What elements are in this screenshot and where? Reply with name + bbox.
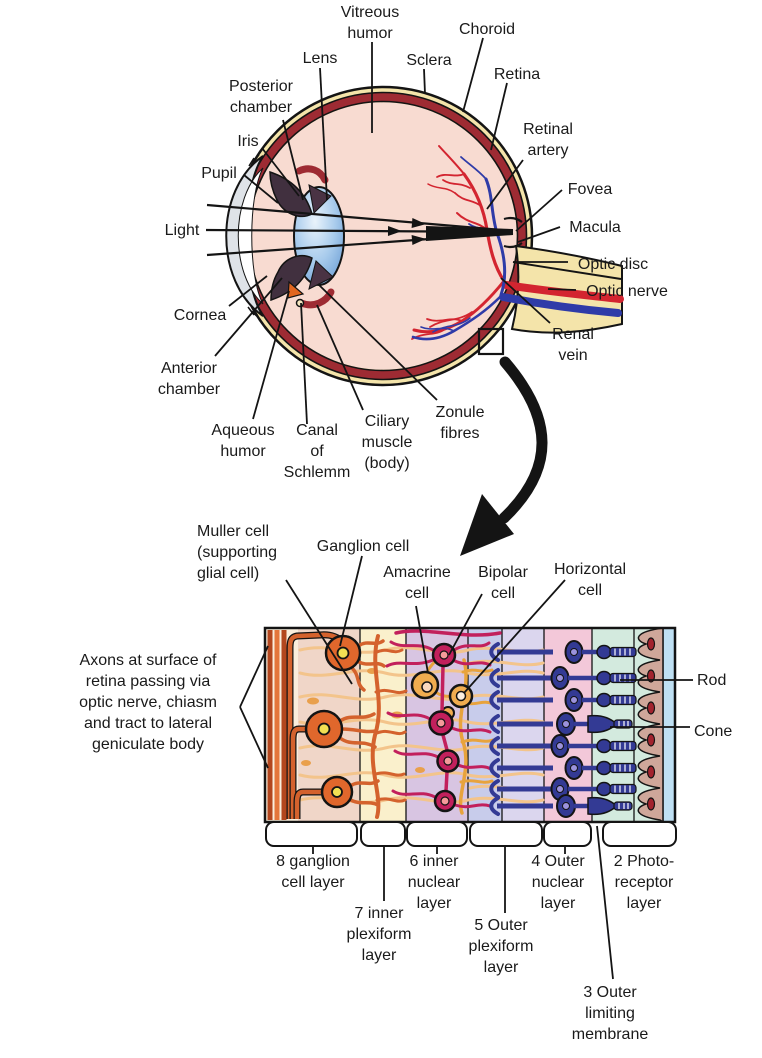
glial-nuclei [301,668,425,773]
label-canal-of-schlemm: Canal of Schlemm [283,422,351,481]
cornea-lens-assembly [225,154,345,319]
ray-arrowhead-icon [411,218,426,228]
label-macula: Macula [569,219,621,236]
ray-arrowhead-icon [387,226,402,236]
layer-brackets [265,821,677,847]
label-layer-8: 8 ganglion cell layer [276,853,350,891]
eye-diagram [205,85,624,556]
label-layer-3: 3 Outer limiting membrane [571,984,649,1043]
label-muller-cell: Muller cell (supporting glial cell) [197,523,278,582]
label-cone: Cone [694,723,733,740]
label-renal-vein: Renal vein [552,326,594,364]
label-layer-5: 5 Outer plexiform layer [468,917,534,976]
highlight-box [477,327,505,356]
bipolar-cells [385,629,502,813]
retina-diagram [263,626,677,980]
pigment-epithelium [637,627,664,824]
label-vitreous-humor: Vitreous humor [340,4,400,42]
label-cornea: Cornea [173,307,227,324]
retinal-vessels [411,145,507,341]
magnify-arrow-icon [460,356,548,556]
leader-lines [214,37,693,769]
label-amacrine-cell: Amacrine cell [383,564,451,602]
label-ganglion-cell: Ganglion cell [316,538,410,555]
label-iris: Iris [237,133,259,150]
fovea-mark [503,216,523,223]
canal-of-schlemm-shape [295,298,305,308]
label-lens: Lens [302,50,338,67]
label-anterior-chamber: Anterior chamber [157,360,221,398]
bracket-ticks [312,825,614,980]
label-posterior-chamber: Posterior chamber [228,78,294,116]
label-layer-4: 4 Outer nuclear layer [531,853,585,912]
label-horizontal-cell: Horizontal cell [553,561,627,599]
label-retina: Retina [493,66,541,83]
label-zonule-fibres: Zonule fibres [435,404,485,442]
label-light: Light [164,222,200,239]
label-aqueous-humor: Aqueous humor [211,422,275,460]
light-rays [205,203,514,257]
label-optic-disc: Optic disc [577,256,649,273]
label-rod: Rod [697,672,727,689]
ganglion-cells [304,634,386,809]
label-layer-2: 2 Photo- receptor layer [613,853,675,912]
label-bipolar-cell: Bipolar cell [478,564,528,602]
label-choroid: Choroid [458,21,516,38]
label-fovea: Fovea [567,181,613,198]
fovea-mark [503,242,523,249]
label-layer-7: 7 inner plexiform layer [346,905,412,964]
label-optic-nerve: Optic nerve [586,283,668,300]
plexiform-tree [370,634,408,819]
label-layer-6: 6 inner nuclear layer [407,853,461,912]
label-ciliary-muscle: Ciliary muscle (body) [361,413,413,472]
label-axons: Axons at surface of retina passing via o… [79,652,217,753]
label-retinal-artery: Retinal artery [523,121,573,159]
label-pupil: Pupil [201,165,237,182]
ray-arrowhead-icon [411,235,426,245]
label-sclera: Sclera [406,52,452,69]
